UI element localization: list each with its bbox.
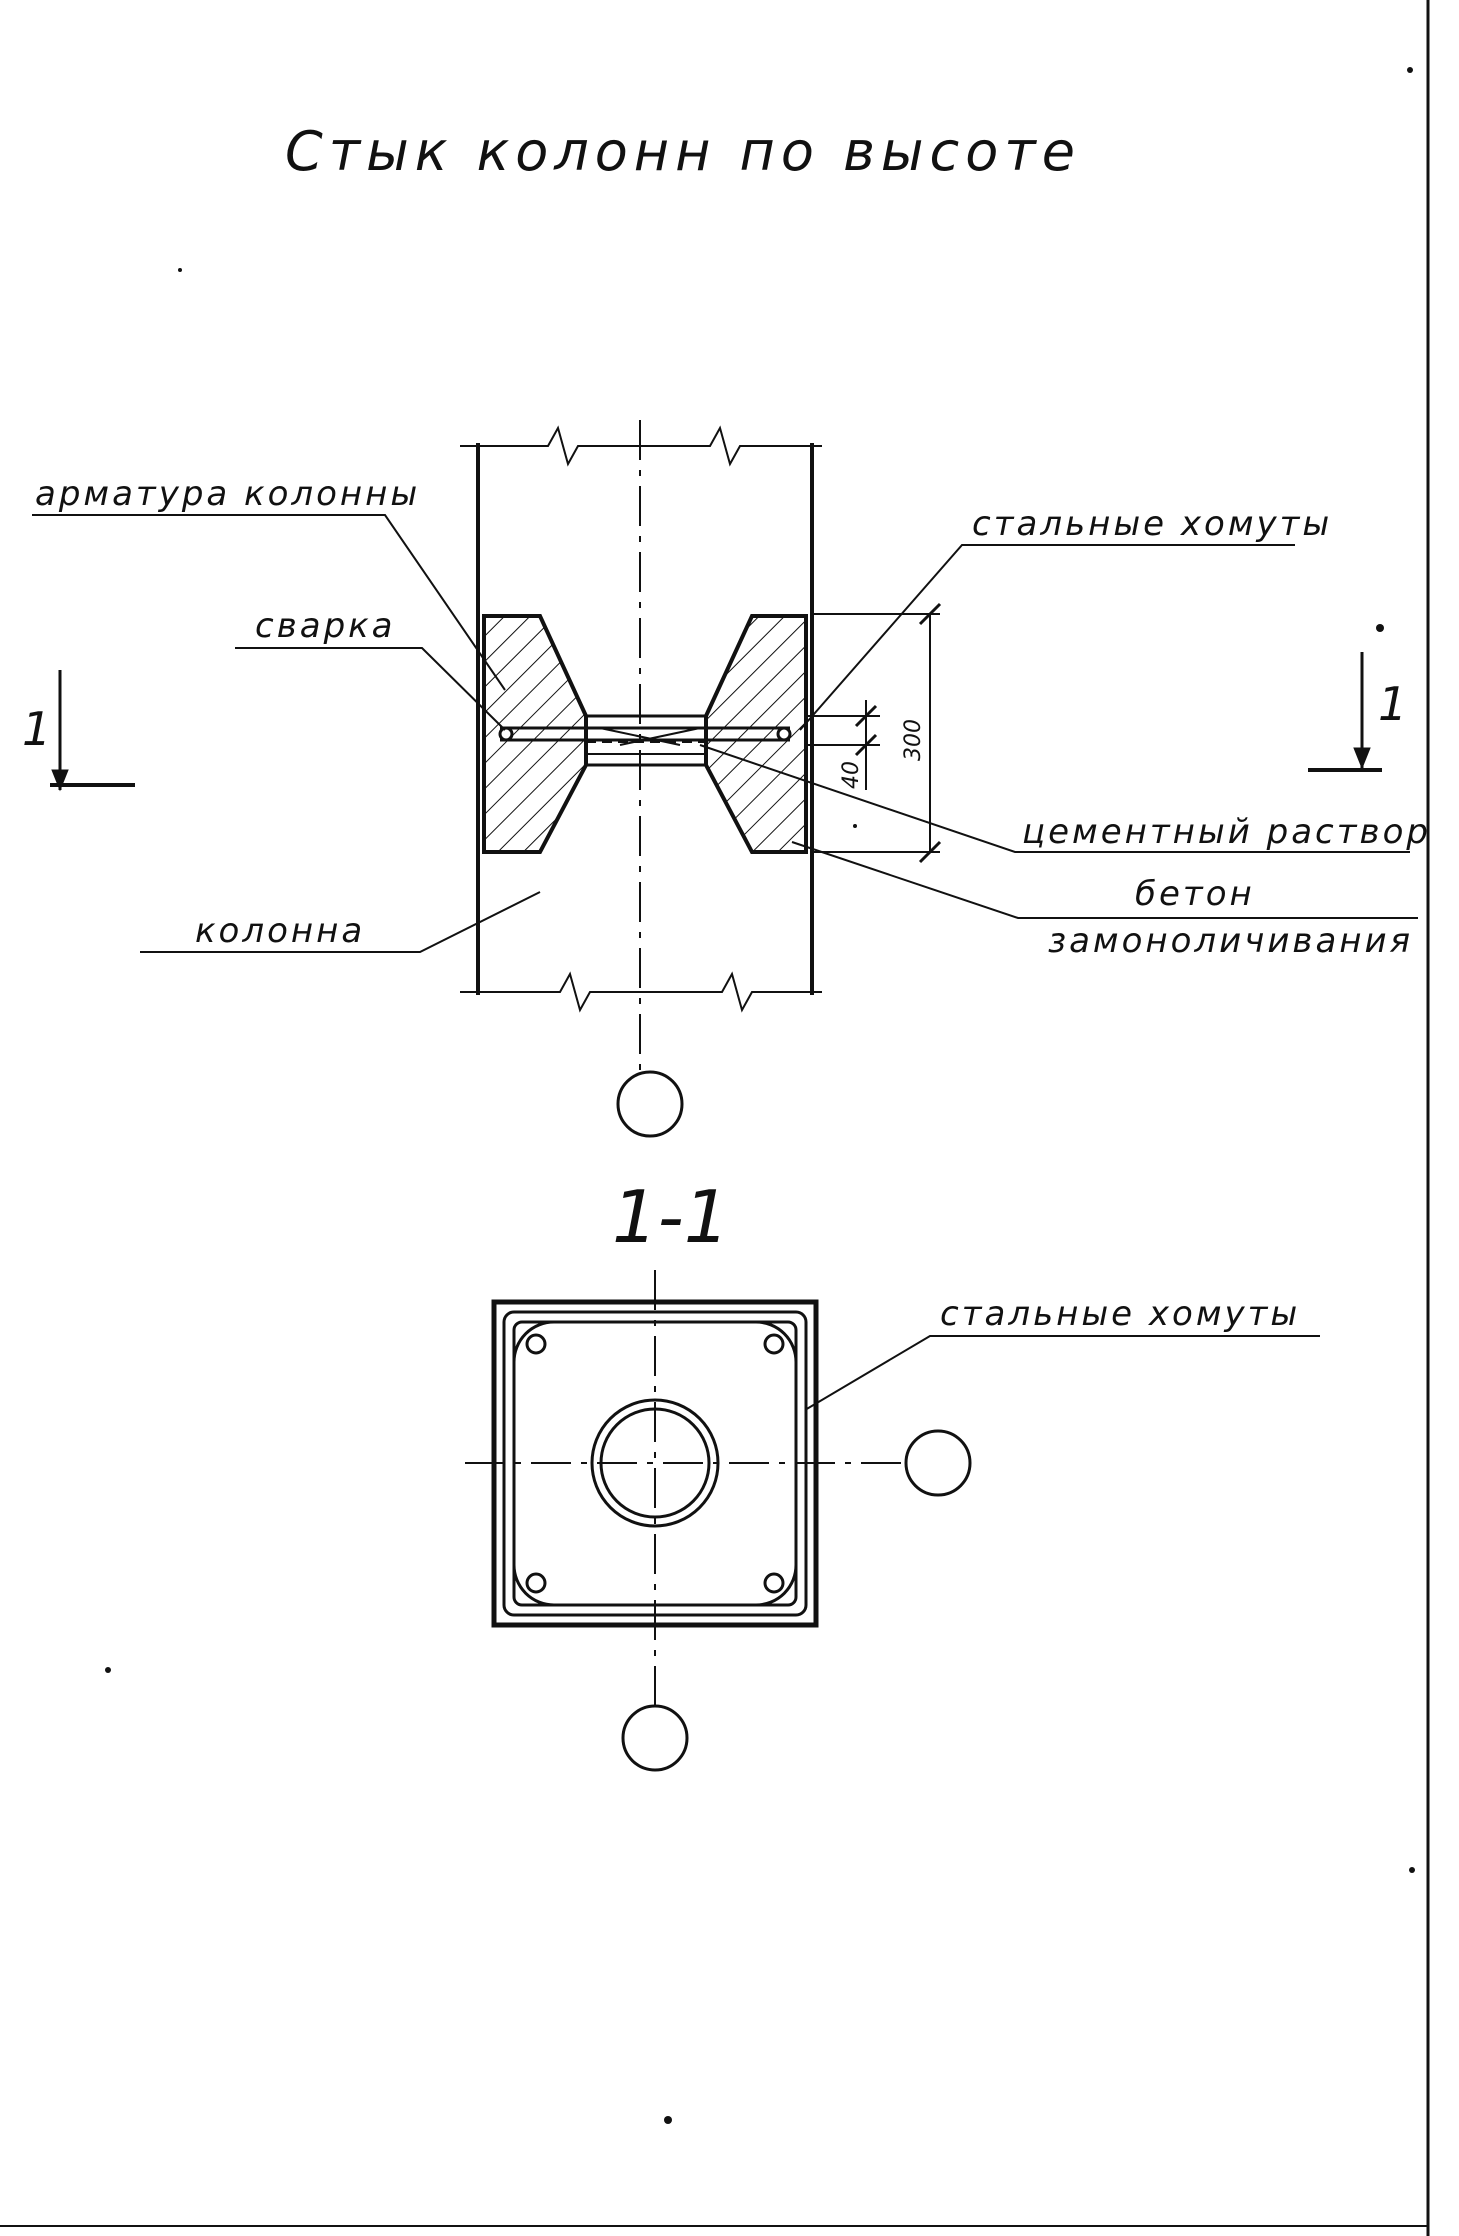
- rebar-weld: [498, 726, 792, 746]
- label-weld: сварка: [255, 606, 396, 646]
- label-steel-clamps-plan: стальные хомуты: [940, 1294, 1300, 1334]
- leader-weld: [235, 647, 506, 731]
- leader-column: [140, 891, 541, 953]
- corner-rebars: [512, 1320, 798, 1607]
- bottom-break-line: [460, 971, 822, 1013]
- dimension-mortar-gap: [806, 700, 880, 790]
- label-column-rebar: арматура колонны: [35, 474, 420, 514]
- leader-grouting-concrete: [791, 841, 1418, 919]
- section-mark-left: [50, 670, 135, 792]
- leader-steel-clamps: [799, 544, 1295, 731]
- leader-steel-clamps-plan: [804, 1335, 1320, 1411]
- leader-cement-mortar: [699, 744, 1410, 853]
- axis-bubble-elevation: [616, 1070, 684, 1138]
- dimension-joint-height-value: 300: [901, 719, 926, 761]
- dimension-joint-height: [812, 602, 942, 864]
- axis-bubble-section-right: [904, 1429, 972, 1497]
- scan-specks: [105, 67, 1415, 2124]
- column-elevation: [460, 420, 822, 1138]
- top-break-line: [460, 425, 822, 467]
- dimension-mortar-gap-value: 40: [839, 761, 864, 789]
- drawing-title: Стык колонн по высоте: [285, 120, 1081, 183]
- label-column: колонна: [195, 911, 365, 951]
- label-grouting-concrete-2: замоноличивания: [1048, 921, 1413, 961]
- axis-bubble-section-bottom: [621, 1704, 689, 1772]
- section-mark-left-number: 1: [22, 702, 51, 756]
- label-grouting-concrete-1: бетон: [1135, 874, 1255, 914]
- section-mark-right: [1308, 652, 1382, 772]
- leader-column-rebar: [32, 514, 506, 691]
- section-mark-right-number: 1: [1378, 677, 1407, 731]
- section-title: 1-1: [612, 1175, 730, 1259]
- label-cement-mortar: цементный раствор: [1022, 812, 1431, 852]
- label-steel-clamps: стальные хомуты: [972, 504, 1332, 544]
